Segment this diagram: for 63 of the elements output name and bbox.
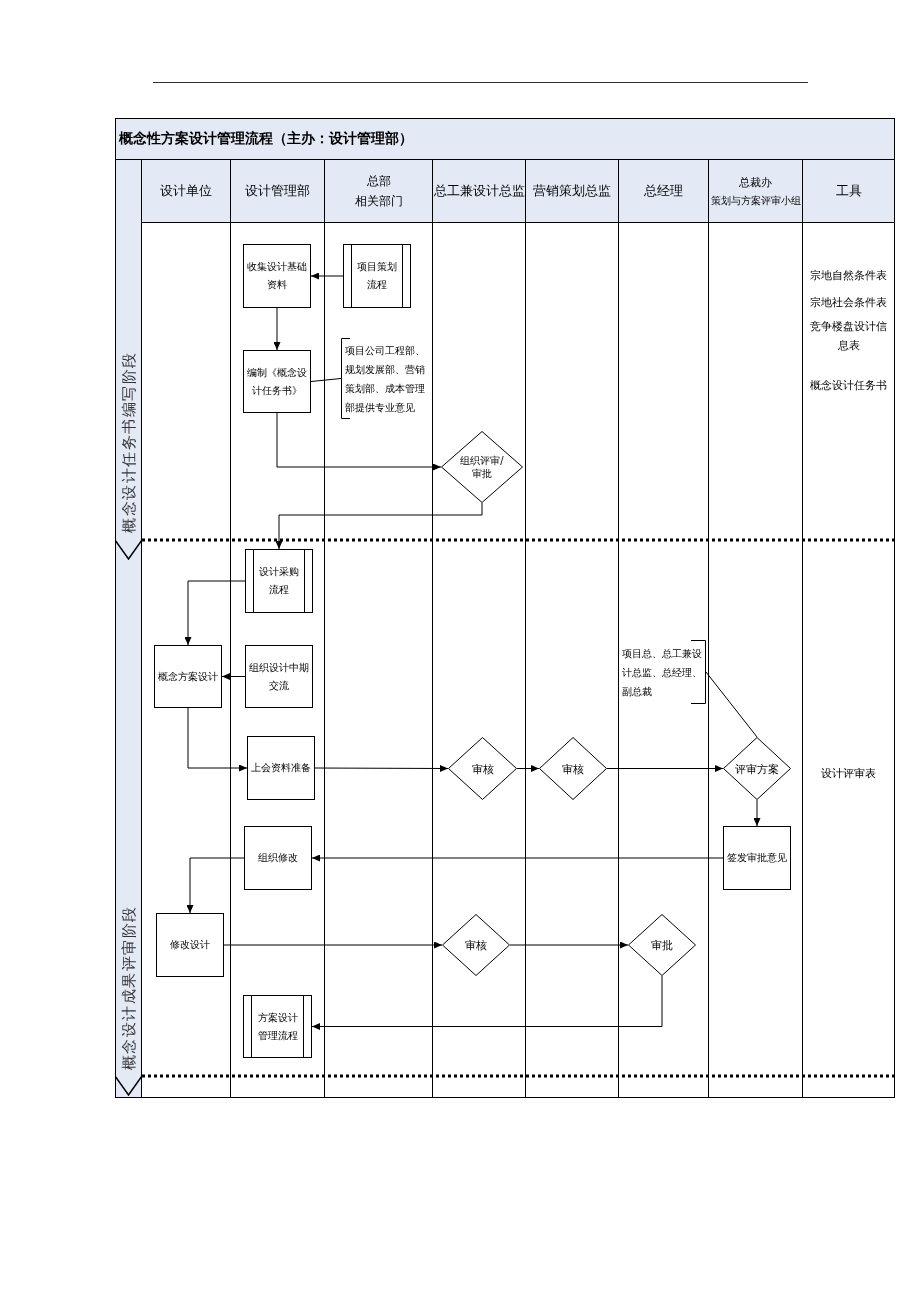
arrow bbox=[187, 707, 248, 772]
phase-band: 概念设计成果评审阶段 bbox=[115, 560, 142, 1096]
swimlane bbox=[619, 160, 709, 1098]
swimlane bbox=[709, 160, 803, 1098]
lane-title: 营销策划总监 bbox=[533, 181, 611, 200]
swimlane bbox=[803, 160, 895, 1098]
arrow bbox=[314, 764, 449, 772]
decision-diamond: 审核 bbox=[448, 737, 517, 800]
swimlane bbox=[231, 160, 325, 1098]
lane-title: 总部 bbox=[366, 173, 391, 190]
leader-line bbox=[310, 378, 342, 382]
process-box: 签发审批意见 bbox=[723, 826, 791, 890]
arrow bbox=[310, 272, 344, 280]
tool-name: 宗地社会条件表 bbox=[810, 294, 887, 311]
lane-title: 总经理 bbox=[644, 181, 683, 200]
arrow bbox=[273, 307, 281, 351]
subprocess-box: 方案设计管理流程 bbox=[243, 995, 312, 1058]
arrow bbox=[276, 412, 442, 471]
arrow bbox=[186, 857, 245, 914]
swimlane bbox=[142, 160, 231, 1098]
arrow bbox=[509, 941, 629, 949]
process-box: 收集设计基础资料 bbox=[243, 244, 311, 308]
process-box: 组织修改 bbox=[244, 826, 312, 890]
arrow bbox=[753, 799, 761, 827]
lane-title: 总工兼设计总监 bbox=[433, 181, 525, 200]
decision-diamond: 审批 bbox=[628, 914, 696, 976]
swimlane bbox=[325, 160, 433, 1098]
annotation-note: 项目公司工程部、规划发展部、营销策划部、成本管理部提供专业意见 bbox=[341, 338, 427, 419]
swimlane bbox=[526, 160, 619, 1098]
decision-diamond: 组织评审/审批 bbox=[441, 431, 523, 503]
decision-diamond: 审核 bbox=[442, 914, 510, 976]
subprocess-box: 设计采购流程 bbox=[245, 549, 313, 613]
lane-subtitle: 相关部门 bbox=[354, 193, 403, 210]
arrow bbox=[223, 941, 443, 949]
tool-name: 竞争楼盘设计信息表 bbox=[809, 318, 888, 354]
arrow bbox=[221, 673, 246, 680]
arrow bbox=[311, 854, 724, 862]
lane-title: 总裁办 bbox=[739, 174, 772, 191]
phase-band: 概念设计任务书编写阶段 bbox=[115, 223, 142, 560]
decision-diamond: 评审方案 bbox=[723, 737, 791, 800]
arrow bbox=[275, 502, 483, 550]
title-bar: 概念性方案设计管理流程（主办：设计管理部） bbox=[115, 118, 895, 160]
subprocess-box: 项目策划流程 bbox=[343, 244, 411, 308]
process-box: 概念方案设计 bbox=[154, 645, 222, 708]
arrow bbox=[184, 580, 246, 646]
process-box: 组织设计中期交流 bbox=[245, 645, 313, 708]
annotation-note: 项目总、总工兼设计总监、总经理、副总裁 bbox=[620, 640, 706, 704]
arrow bbox=[311, 975, 663, 1030]
process-box: 编制《概念设计任务书》 bbox=[243, 350, 311, 413]
tool-name: 设计评审表 bbox=[821, 765, 876, 782]
leader-line bbox=[705, 671, 758, 738]
swimlane bbox=[433, 160, 526, 1098]
lane-title: 工具 bbox=[835, 181, 862, 200]
arrow bbox=[606, 765, 724, 772]
lane-title: 设计单位 bbox=[160, 181, 212, 200]
arrow bbox=[516, 765, 540, 772]
lane-title: 设计管理部 bbox=[245, 181, 310, 200]
process-box: 修改设计 bbox=[156, 913, 224, 977]
process-box: 上会资料准备 bbox=[247, 736, 315, 800]
lane-subtitle: 策划与方案评审小组 bbox=[710, 193, 801, 208]
tool-name: 宗地自然条件表 bbox=[810, 267, 887, 284]
decision-diamond: 审核 bbox=[539, 737, 607, 800]
tool-name: 概念设计任务书 bbox=[810, 377, 887, 394]
